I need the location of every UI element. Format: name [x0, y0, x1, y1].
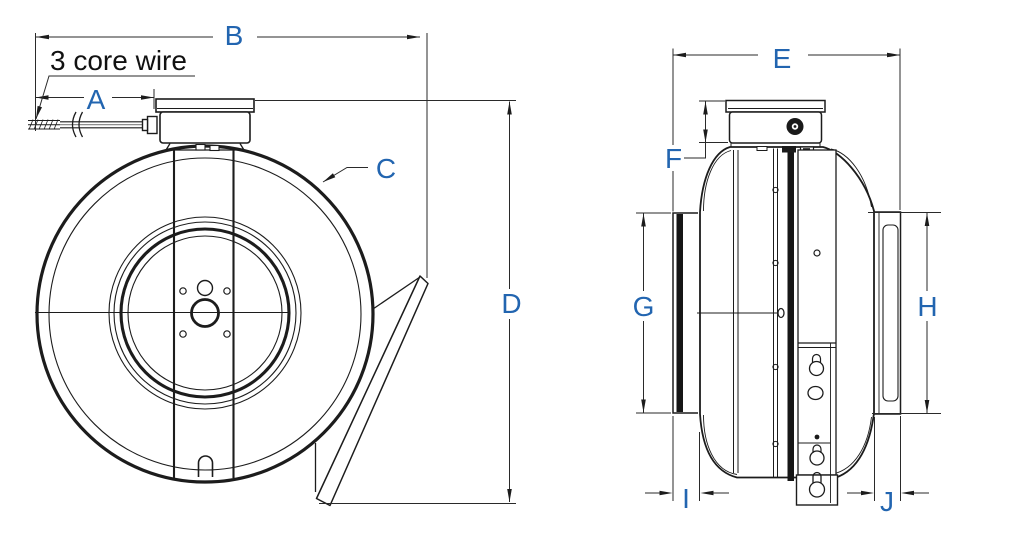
junction-box-body-side [728, 111, 823, 144]
keyhole-stem [812, 444, 822, 453]
hub-top-hole [196, 279, 214, 297]
dim-label-j: J [880, 486, 894, 517]
keyhole-slot [809, 450, 825, 466]
dimension-d: D [255, 100, 522, 504]
cable-break-symbol [71, 111, 84, 138]
seam-screw [772, 259, 779, 267]
inner-wall [703, 150, 732, 212]
dim-label-e: E [773, 43, 792, 74]
clamp-buckle [782, 146, 796, 153]
mounting-rail [797, 149, 837, 476]
keyhole-slot [808, 360, 825, 377]
dimension-h: H [868, 212, 941, 414]
bolt-hole [179, 330, 187, 338]
dim-label-a: A [87, 84, 106, 115]
hub-circle [190, 298, 220, 328]
seam-screw [772, 363, 779, 371]
cable-gland-front [146, 115, 158, 135]
strap-bottom-tab [197, 455, 214, 477]
clamp-band [787, 149, 794, 481]
housing-inner-rim [48, 157, 362, 471]
rail-rivet [813, 249, 821, 257]
dim-label-d: D [501, 288, 521, 319]
dim-label-b: B [225, 20, 244, 51]
side-view: E F G H [633, 43, 941, 517]
junction-box-lid-side [725, 99, 826, 113]
right-collar [874, 211, 902, 415]
dimension-a: A [35, 84, 155, 115]
front-view: B A 3 core wire C [28, 20, 522, 507]
bolt-hole [223, 287, 231, 295]
seam-screw [772, 440, 779, 448]
clamp-latch [209, 144, 220, 152]
mounting-foot [795, 474, 839, 506]
outlet-bracket-plate [315, 275, 429, 507]
fan-body-outline [699, 146, 875, 479]
cable-gland-nut [141, 118, 149, 132]
inner-wall [832, 416, 872, 475]
dim-label-c: C [376, 153, 396, 184]
junction-box-body [159, 111, 251, 144]
keyhole-stem [811, 353, 822, 363]
bolt-hole [223, 330, 231, 338]
seam-screw [772, 186, 779, 194]
clamp-latch [195, 143, 206, 151]
dimension-f: F [665, 100, 728, 174]
inner-wall [703, 414, 738, 475]
keyhole-stem [812, 471, 822, 483]
dim-label-f: F [665, 143, 682, 174]
clamp-buckle [756, 146, 768, 151]
wire-callout: 3 core wire [35, 45, 195, 120]
dimension-j: J [847, 416, 929, 517]
keyhole-slot [808, 481, 826, 498]
dimension-c: C [322, 153, 396, 184]
left-collar [672, 212, 698, 414]
housing-outer-circle [35, 144, 375, 484]
bracket-tab-line [372, 276, 421, 310]
dimension-g: G [633, 212, 671, 414]
pivot-detail [777, 307, 785, 319]
stripped-wire-end [28, 119, 60, 130]
dim-label-i: I [682, 483, 690, 514]
dimension-b: B [35, 20, 428, 278]
rivet-dot [814, 434, 820, 440]
annotation-3-core-wire: 3 core wire [50, 45, 187, 76]
dimension-e: E [672, 43, 901, 212]
cable-gland-dot [793, 125, 797, 128]
junction-box-lid [155, 98, 255, 113]
bolt-hole [179, 287, 187, 295]
inner-wall [830, 148, 872, 208]
dimension-i: I [645, 416, 729, 514]
dim-label-g: G [633, 291, 655, 322]
left-collar-lip [676, 214, 683, 412]
round-hole [807, 385, 824, 401]
right-collar-flange [882, 224, 899, 402]
dim-label-h: H [917, 291, 937, 322]
